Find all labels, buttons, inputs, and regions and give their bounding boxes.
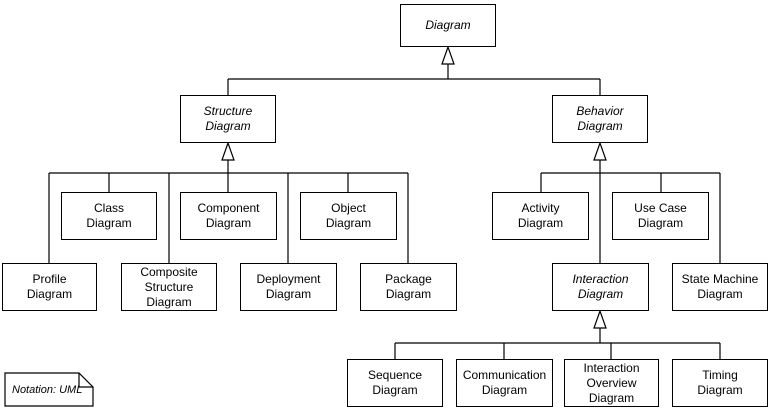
notation-note-label: Notation: UML bbox=[12, 383, 83, 396]
node-label: Deployment Diagram bbox=[256, 272, 321, 301]
node-use-case-diagram: Use Case Diagram bbox=[612, 192, 709, 240]
generalization-triangle-icon bbox=[593, 141, 607, 161]
node-label: Activity Diagram bbox=[517, 201, 564, 230]
node-label: Composite Structure Diagram bbox=[140, 264, 198, 309]
node-component-diagram: Component Diagram bbox=[180, 192, 277, 240]
node-sequence-diagram: Sequence Diagram bbox=[347, 359, 443, 407]
node-object-diagram: Object Diagram bbox=[300, 192, 397, 240]
node-label: Sequence Diagram bbox=[367, 368, 423, 397]
node-interaction-diagram: Interaction Diagram bbox=[552, 263, 649, 311]
node-profile-diagram: Profile Diagram bbox=[2, 263, 97, 311]
notation-note-shape bbox=[4, 372, 94, 407]
node-label: Class Diagram bbox=[86, 201, 132, 230]
node-label: State Machine Diagram bbox=[681, 272, 759, 301]
node-label: Diagram bbox=[425, 18, 471, 32]
node-label: Package Diagram bbox=[385, 272, 432, 301]
node-package-diagram: Package Diagram bbox=[360, 263, 457, 311]
node-label: Communication Diagram bbox=[462, 368, 547, 397]
node-class-diagram: Class Diagram bbox=[61, 192, 157, 240]
node-interaction-overview-diagram: Interaction Overview Diagram bbox=[564, 359, 659, 407]
node-label: Interaction Diagram bbox=[572, 272, 629, 301]
node-state-machine-diagram: State Machine Diagram bbox=[672, 263, 768, 311]
node-structure-diagram: Structure Diagram bbox=[180, 95, 276, 143]
node-label: Object Diagram bbox=[325, 201, 372, 230]
node-behavior-diagram: Behavior Diagram bbox=[552, 95, 648, 143]
node-label: Behavior Diagram bbox=[576, 104, 624, 133]
node-diagram: Diagram bbox=[400, 4, 496, 47]
node-timing-diagram: Timing Diagram bbox=[672, 359, 768, 407]
node-label: Interaction Overview Diagram bbox=[583, 360, 640, 405]
node-label: Component Diagram bbox=[197, 201, 260, 230]
generalization-triangle-icon bbox=[441, 45, 455, 65]
node-communication-diagram: Communication Diagram bbox=[456, 359, 553, 407]
note-fold-icon bbox=[78, 373, 93, 388]
node-activity-diagram: Activity Diagram bbox=[492, 192, 589, 240]
generalization-triangle-icon bbox=[593, 309, 607, 329]
node-deployment-diagram: Deployment Diagram bbox=[240, 263, 337, 311]
node-label: Profile Diagram bbox=[26, 272, 73, 301]
node-label: Structure Diagram bbox=[203, 104, 253, 133]
node-label: Use Case Diagram bbox=[634, 201, 687, 230]
node-label: Timing Diagram bbox=[697, 368, 743, 397]
node-composite-structure-diagram: Composite Structure Diagram bbox=[121, 263, 217, 311]
generalization-triangle-icon bbox=[221, 141, 235, 161]
